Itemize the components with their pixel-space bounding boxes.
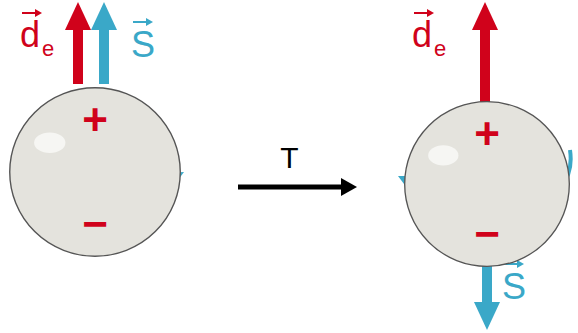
dipole-label: d <box>20 17 40 53</box>
transform-arrow <box>238 178 357 196</box>
minus-sign: − <box>474 212 500 256</box>
spin-label: S <box>502 269 526 305</box>
minus-sign: − <box>82 202 108 246</box>
dipole-shaft <box>73 26 83 84</box>
dipole-subscript: e <box>434 38 446 60</box>
spin-head <box>474 302 500 330</box>
vector-mark <box>22 9 434 17</box>
dipole-head <box>65 2 91 30</box>
dipole-label: d <box>412 17 432 53</box>
spin-head <box>91 2 117 30</box>
sphere: +− <box>8 86 182 258</box>
dipole-subscript: e <box>42 38 54 60</box>
plus-sign: + <box>474 112 500 156</box>
plus-sign: + <box>82 98 108 142</box>
dipole-shaft <box>480 26 490 102</box>
sphere: +− <box>403 100 571 268</box>
spin-label: S <box>131 27 155 63</box>
spin-shaft <box>99 26 109 84</box>
spin-shaft <box>482 262 492 304</box>
edge-label: T <box>280 143 298 173</box>
dipole-head <box>472 2 498 30</box>
